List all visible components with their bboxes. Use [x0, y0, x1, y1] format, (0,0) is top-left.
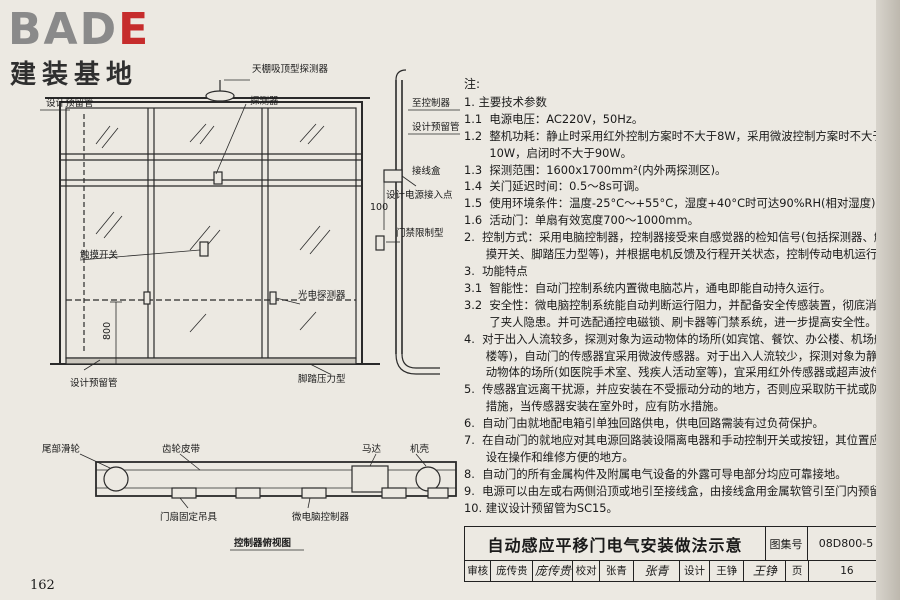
note-line: 9. 电源可以由左或右两侧沿顶或地引至接线盒，由接线盒用金属软管引至门内预留管接… [464, 483, 900, 498]
door-elevation-drawing: 天棚吸顶型探测器 设计预留管 探测器 至控制器 设计预留管 接线盒 设计电源接入… [40, 63, 460, 551]
sheet-page-number: 16 [840, 564, 854, 577]
logo-wordmark: BADE [8, 4, 151, 55]
label-touch-switch: 触摸开关 [80, 249, 119, 261]
review-name: 庞传贵 [491, 560, 534, 581]
note-line: 设在操作和维修方便的地方。 [464, 449, 634, 464]
page-number: 162 [30, 578, 55, 593]
label-conduit-right: 设计预留管 [412, 121, 460, 133]
check-label: 校对 [573, 560, 600, 581]
note-line: 楼等)，自动门的传感器宜采用微波传感器。对于出入人流较少，探测对象为静止或运 [464, 348, 900, 363]
label-view-title: 控制器俯视图 [234, 537, 291, 549]
note-line: 1.2 整机功耗：静止时采用红外控制方案时不大于8W，采用微波控制方案时不大于 [464, 128, 884, 143]
label-conduit-left: 设计预留管 [46, 97, 94, 109]
label-detector: 探测器 [250, 95, 279, 107]
check-signature: 张青 [634, 560, 680, 581]
note-line: 摸开关、脚踏压力型等)，并根据电机反馈及行程开关状态，控制传动电机运行。 [464, 247, 889, 262]
label-hanger: 门扇固定吊具 [160, 511, 218, 523]
label-motor: 马达 [362, 443, 382, 455]
note-line: 2. 控制方式：采用电脑控制器，控制器接受来自感觉器的检知信号(包括探测器、触 [464, 230, 886, 245]
note-line: 1.1 电源电压：AC220V，50Hz。 [464, 111, 644, 126]
notes-heading: 注: [464, 77, 481, 91]
note-line: 8. 自动门的所有金属构件及附属电气设备的外露可导电部分均应可靠接地。 [464, 466, 847, 481]
bade-logo: BADE 建装基地 [6, 4, 176, 90]
design-name: 王铮 [710, 560, 745, 581]
label-ceiling-detector: 天棚吸顶型探测器 [252, 63, 329, 75]
note-line: 1.3 探测范围：1600x1700mm²(内外两探测区)。 [464, 162, 727, 177]
label-dim-100: 100 [370, 202, 388, 213]
note-line: 3.2 安全性：微电脑控制系统能自动判断运行阻力，并配备安全传感装置，彻底消除 [464, 297, 889, 312]
label-gear-belt: 齿轮皮带 [162, 443, 201, 455]
note-line: 10W，启闭时不大于90W。 [464, 145, 632, 160]
label-dim-800: 800 [102, 322, 113, 340]
label-conduit-bottom: 设计预留管 [70, 377, 118, 389]
note-line: 10. 建议设计预留管为SC15。 [464, 500, 618, 515]
label-pedal-switch: 脚踏压力型 [298, 373, 346, 385]
review-signature: 庞传贵 [533, 560, 574, 581]
label-photo-detector: 光电探测器 [298, 289, 346, 301]
design-signature: 王铮 [744, 560, 787, 581]
label-tail-wheel: 尾部滑轮 [42, 443, 81, 455]
note-line: 3. 功能特点 [464, 263, 528, 278]
label-junction-box: 接线盒 [412, 165, 441, 177]
title-block: 自动感应平移门电气安装做法示意 图集号 08D800-5 审核 庞传贵 庞传贵 … [464, 526, 886, 582]
signature-row: 审核 庞传贵 庞传贵 校对 张青 张青 设计 王铮 王铮 页 16 [465, 560, 885, 581]
design-label: 设计 [680, 560, 711, 581]
note-line: 4. 对于出入人流较多，探测对象为运动物体的场所(如宾馆、餐饮、办公楼、机场航站 [464, 331, 897, 346]
book-binding-edge [876, 0, 900, 600]
set-number: 08D800-5 [807, 527, 885, 561]
label-door-limit: 门禁限制型 [396, 227, 444, 239]
notes-block: 注: 1. 主要技术参数 1.1 电源电压：AC220V，50Hz。 1.2 整… [464, 76, 900, 517]
note-line: 动物体的场所(如医院手术室、残疾人活动室等)，宜采用红外传感器或超声波传感器。 [464, 365, 900, 380]
note-line: 1. 主要技术参数 [464, 94, 547, 109]
note-line: 5. 传感器宜远离干扰源，并应安装在不受振动分动的地方，否则应采取防干扰或防振动 [464, 382, 900, 397]
note-line: 6. 自动门由就地配电箱引单独回路供电，供电回路需装有过负荷保护。 [464, 416, 824, 431]
page-label: 页 [786, 560, 809, 581]
note-line: 1.4 关门延迟时间：0.5～8s可调。 [464, 179, 646, 194]
logo-cn-text: 建装基地 [10, 60, 139, 90]
note-line: 措施，当传感器安装在室外时，应有防水措施。 [464, 399, 725, 414]
set-number-label: 图集号 [765, 527, 808, 561]
review-label: 审核 [465, 560, 492, 581]
note-line: 1.6 活动门：单扇有效宽度700～1000mm。 [464, 213, 699, 228]
label-to-controller: 至控制器 [412, 97, 451, 109]
check-name: 张青 [600, 560, 634, 581]
note-line: 3.1 智能性：自动门控制系统内置微电脑芯片，通电即能自动持久运行。 [464, 280, 832, 295]
label-micro-controller: 微电脑控制器 [292, 511, 350, 523]
label-power-entry: 设计电源接入点 [386, 189, 453, 201]
note-line: 7. 在自动门的就地应对其电源回路装设隔离电器和手动控制开关或按钮，其位置应 [464, 433, 881, 448]
note-line: 1.5 使用环境条件：温度-25°C～+55°C，湿度+40°C时可达90%RH… [464, 196, 887, 211]
label-chassis: 机壳 [410, 443, 430, 455]
note-line: 了夹人隐患。并可选配通控电磁锁、刷卡器等门禁系统，进一步提高安全性。 [464, 314, 877, 329]
drawing-title: 自动感应平移门电气安装做法示意 [465, 527, 766, 561]
